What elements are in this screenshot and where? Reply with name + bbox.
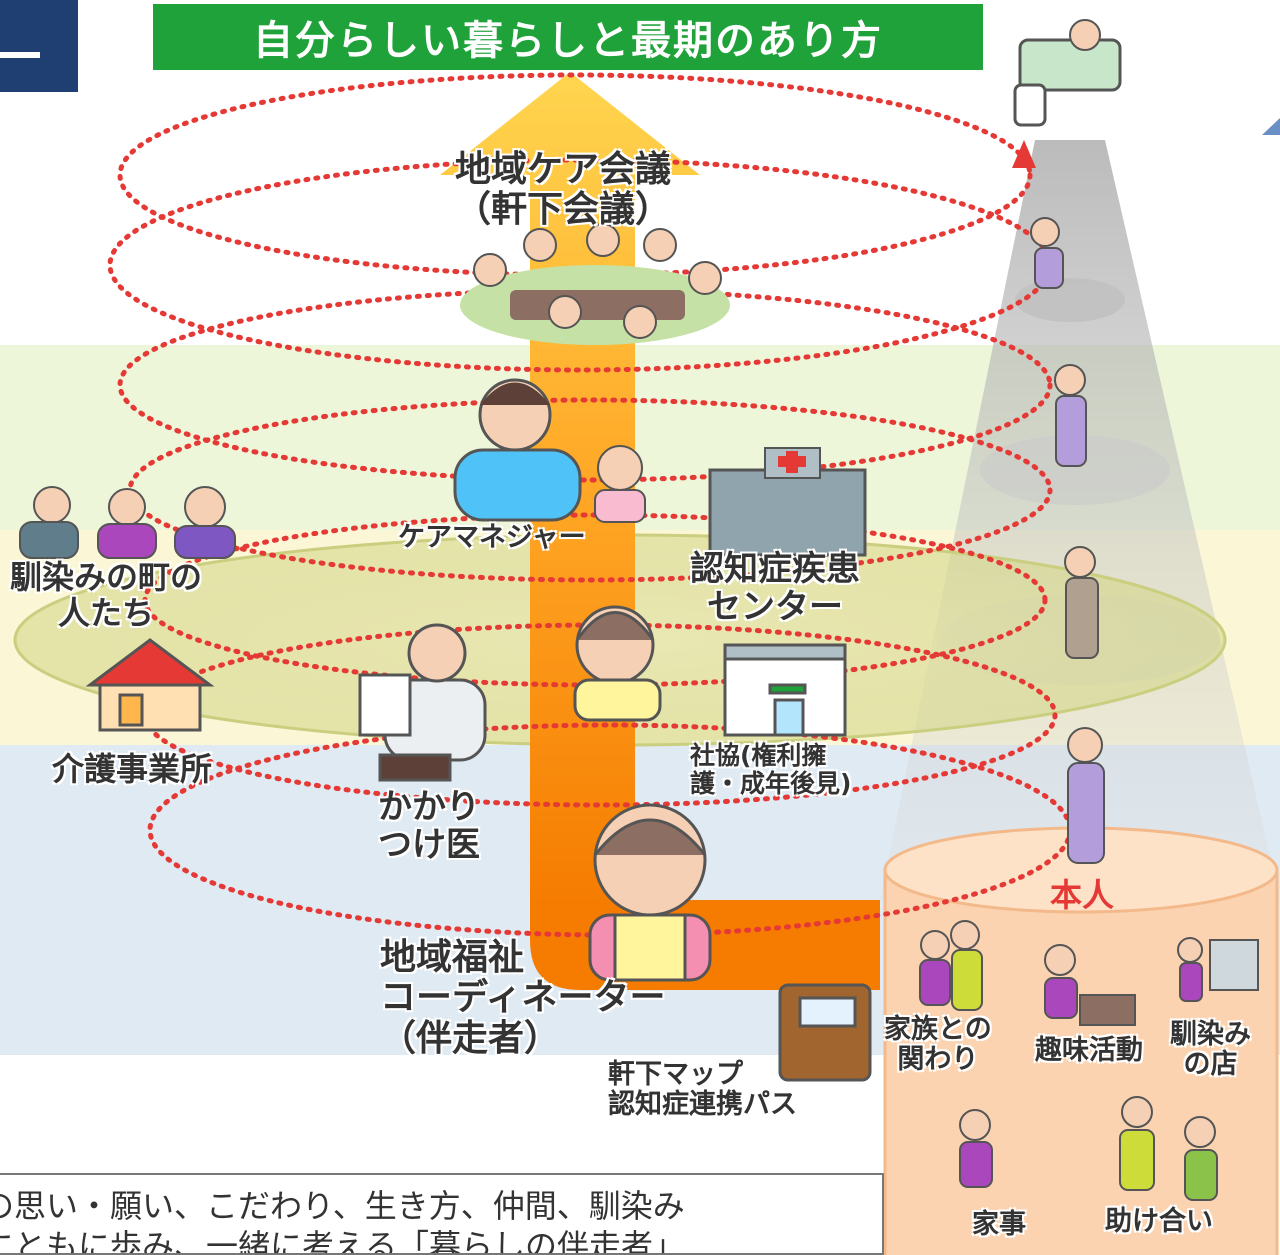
title-banner: 自分らしい暮らしと最期のあり方	[153, 4, 983, 70]
bottom-text-line1: の思い・願い、こだわり、生き方、仲間、馴染み	[0, 1187, 685, 1225]
label-shop-line1: 馴染み	[1170, 1019, 1251, 1050]
label-dementia-center-line1: 認知症疾患	[690, 549, 860, 589]
label-chiiki-care-kaigi: 地域ケア会議 （軒下会議）	[455, 149, 672, 231]
label-doctor-line2: つけ医	[378, 825, 480, 866]
notebook-icon	[778, 983, 872, 1082]
corner-tab	[0, 0, 78, 92]
label-dementia-center-line2: センター	[707, 587, 843, 628]
corner-tab-line	[0, 52, 40, 58]
label-honin: 本人	[1050, 876, 1115, 914]
label-care-office: 介護事業所	[52, 750, 213, 788]
house-icon	[85, 638, 215, 732]
label-family-line1: 家族との	[884, 1014, 992, 1045]
bottom-description-box: の思い・願い、こだわり、生き方、仲間、馴染み にともに歩み、一緒に考える「暮らし…	[0, 1173, 884, 1255]
spiral-arrowhead	[1012, 140, 1036, 168]
label-neighbors-line2: 人たち	[58, 593, 155, 632]
label-coordinator-line2: コーディネーター	[380, 977, 666, 1019]
label-map-path-line1: 軒下マップ	[608, 1059, 743, 1090]
bottom-text-line2: にともに歩み、一緒に考える「暮らしの伴走者」	[0, 1227, 686, 1255]
label-shop-line2: の店	[1183, 1049, 1238, 1081]
label-coordinator-line1: 地域福祉	[380, 937, 525, 978]
label-housework: 家事	[972, 1209, 1026, 1240]
hospital-bed-icon	[1013, 19, 1122, 127]
doctor-icon	[358, 623, 487, 782]
label-shakyo-line2: 護・成年後見)	[690, 769, 852, 798]
label-hobby: 趣味活動	[1035, 1035, 1143, 1066]
blue-corner-shape	[1262, 118, 1280, 135]
meeting-group-icon	[460, 223, 730, 345]
neighbors-group-icon	[19, 486, 236, 559]
label-neighbors-line1: 馴染みの町の	[10, 558, 203, 596]
clinic-building-icon	[723, 643, 847, 737]
hospital-building-icon	[708, 447, 867, 557]
care-manager-person-icon	[453, 378, 646, 523]
activity-figures	[919, 920, 1259, 1201]
label-neighbors: 馴染みの町の 人たち	[10, 558, 203, 632]
label-chiiki-care-kaigi-line2: （軒下会議）	[455, 189, 672, 231]
label-mutual-help: 助け合い	[1105, 1206, 1213, 1237]
label-shop: 馴染み の店	[1170, 1019, 1251, 1081]
label-family: 家族との 関わり	[884, 1014, 992, 1076]
label-dementia-center: 認知症疾患 センター	[690, 550, 860, 626]
label-coordinator-line3: （伴走者）	[380, 1017, 561, 1059]
coordinator-woman-icon	[588, 803, 712, 982]
label-doctor: かかり つけ医	[378, 788, 480, 864]
label-map-path-line2: 認知症連携パス	[608, 1089, 797, 1121]
beam-level-2	[980, 435, 1170, 505]
label-chiiki-care-kaigi-line1: 地域ケア会議	[455, 149, 672, 190]
label-shakyo-line1: 社協(権利擁	[690, 741, 827, 770]
label-shakyo: 社協(権利擁 護・成年後見)	[690, 742, 851, 798]
elderly-person-icon	[1030, 217, 1105, 864]
label-family-line2: 関わり	[897, 1044, 979, 1076]
staff-woman-icon	[573, 605, 662, 722]
beam-level-1	[1015, 278, 1125, 322]
label-coordinator: 地域福祉 コーディネーター （伴走者）	[380, 937, 666, 1059]
label-map-path: 軒下マップ 認知症連携パス	[608, 1059, 797, 1121]
label-doctor-line1: かかり	[378, 787, 480, 827]
label-care-manager: ケアマネジャー	[398, 522, 586, 553]
